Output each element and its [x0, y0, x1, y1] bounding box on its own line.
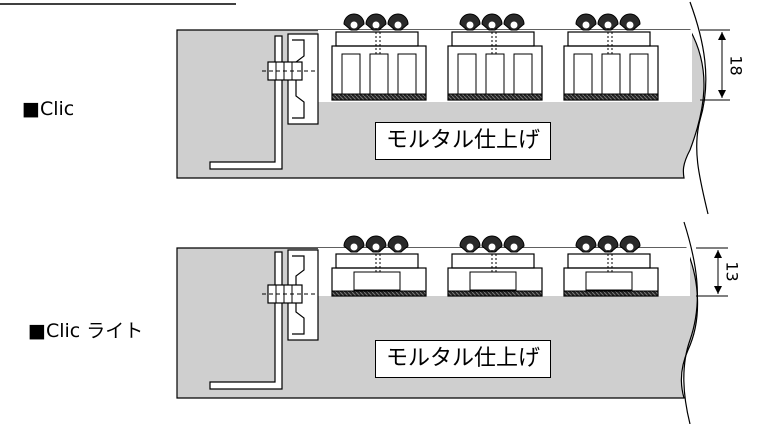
mat-module: [331, 13, 427, 101]
bolt-clic-light: [262, 284, 318, 304]
mortar-finish-label-clic-light: モルタル仕上げ: [375, 340, 552, 378]
section-label-clic-light: ■Clic ライト: [28, 320, 144, 342]
cut-edge-clic-light: [683, 221, 698, 424]
section-label-clic: ■Clic: [22, 98, 75, 120]
mat-module: [563, 235, 659, 297]
mat-module: [563, 13, 659, 101]
angle-frame-clic: [209, 35, 283, 170]
mat-module: [447, 235, 543, 297]
mat-module: [447, 13, 543, 101]
height-dimension-clic: 18: [726, 55, 746, 76]
clic-light-section: [176, 221, 728, 424]
mortar-finish-label-clic: モルタル仕上げ: [375, 122, 552, 160]
height-dimension-clic-light: 13: [722, 261, 742, 282]
angle-frame-clic-light: [209, 251, 283, 390]
cut-edge-clic: [689, 1, 709, 215]
mat-module: [331, 235, 427, 297]
bolt-clic: [262, 61, 318, 81]
